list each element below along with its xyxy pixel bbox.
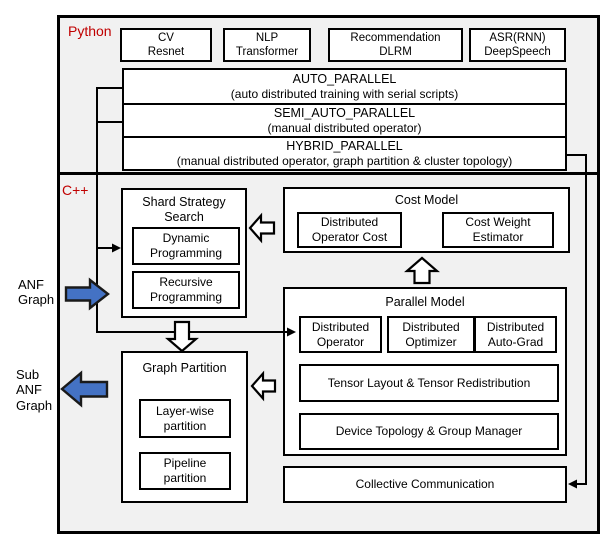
distributed-auto-grad-box: Distributed Auto-Grad — [474, 316, 557, 353]
sub-anf-graph-label: Sub ANF Graph — [16, 367, 53, 413]
semi-auto-parallel-desc: (manual distributed operator) — [267, 120, 422, 135]
app-box-asr-model: DeepSpeech — [484, 46, 551, 58]
anf-graph-label: ANF Graph — [18, 277, 55, 308]
recursive-programming-box: Recursive Programming — [132, 271, 240, 309]
graph-partition-box: Graph Partition Layer-wise partition Pip… — [121, 351, 248, 503]
dynamic-programming-box: Dynamic Programming — [132, 227, 240, 265]
graph-partition-title: Graph Partition — [142, 361, 227, 375]
collective-communication-box: Collective Communication — [283, 466, 567, 503]
hybrid-parallel-name: HYBRID_PARALLEL — [286, 138, 403, 153]
app-box-asr-domain: ASR(RNN) — [489, 31, 546, 44]
cpp-section-label: C++ — [62, 182, 89, 198]
app-box-nlp: NLP Transformer — [223, 28, 311, 62]
auto-parallel-name: AUTO_PARALLEL — [292, 71, 397, 86]
hybrid-parallel-box: HYBRID_PARALLEL (manual distributed oper… — [122, 136, 567, 171]
cost-model-box: Cost Model Distributed Operator Cost Cos… — [283, 187, 570, 253]
shard-strategy-search-title: Shard Strategy Search — [142, 195, 226, 224]
app-box-recommendation: Recommendation DLRM — [328, 28, 463, 62]
python-section-label: Python — [68, 23, 112, 39]
app-box-recommendation-domain: Recommendation — [350, 31, 441, 44]
cost-model-title: Cost Model — [394, 193, 459, 207]
pipeline-partition-box: Pipeline partition — [139, 452, 231, 490]
cost-weight-estimator-box: Cost Weight Estimator — [442, 212, 554, 248]
auto-parallel-box: AUTO_PARALLEL (auto distributed training… — [122, 68, 567, 105]
shard-strategy-search-box: Shard Strategy Search Dynamic Programmin… — [121, 188, 247, 318]
layer-wise-partition-box: Layer-wise partition — [139, 399, 231, 438]
parallel-model-box: Parallel Model Distributed Operator Dist… — [283, 287, 567, 456]
auto-parallel-desc: (auto distributed training with serial s… — [230, 86, 459, 101]
app-box-cv-model: Resnet — [147, 46, 185, 58]
semi-auto-parallel-name: SEMI_AUTO_PARALLEL — [273, 105, 416, 120]
app-box-nlp-model: Transformer — [235, 46, 299, 58]
device-topology-group-manager-box: Device Topology & Group Manager — [299, 413, 559, 450]
app-box-recommendation-model: DLRM — [379, 46, 412, 58]
tensor-layout-redistribution-box: Tensor Layout & Tensor Redistribution — [299, 364, 559, 402]
semi-auto-parallel-box: SEMI_AUTO_PARALLEL (manual distributed o… — [122, 103, 567, 138]
app-box-cv: CV Resnet — [120, 28, 212, 62]
hybrid-parallel-desc: (manual distributed operator, graph part… — [176, 153, 513, 168]
distributed-operator-cost-box: Distributed Operator Cost — [297, 212, 402, 248]
app-box-nlp-domain: NLP — [255, 31, 279, 44]
distributed-optimizer-box: Distributed Optimizer — [387, 316, 475, 353]
app-box-asr: ASR(RNN) DeepSpeech — [469, 28, 566, 62]
distributed-operator-box: Distributed Operator — [299, 316, 382, 353]
app-box-cv-domain: CV — [158, 31, 174, 44]
parallel-model-title: Parallel Model — [385, 295, 465, 309]
